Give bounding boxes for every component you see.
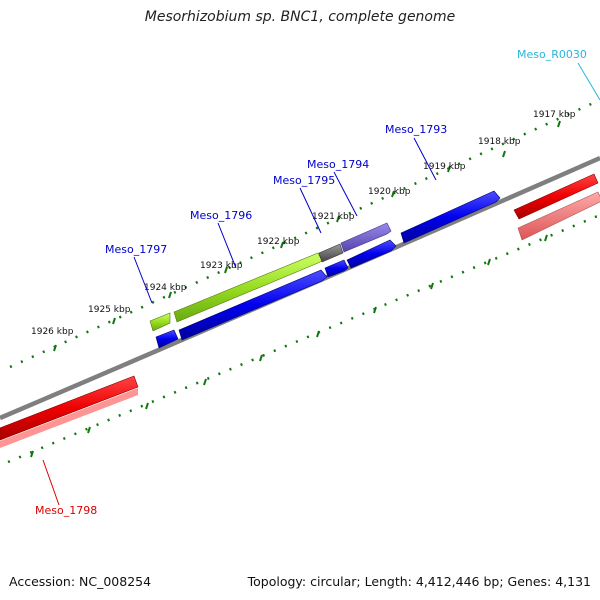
- tick-label: 1926 kbp: [31, 327, 74, 337]
- tick-label: 1922 kbp: [257, 237, 300, 247]
- tick-label: 1921 kbp: [312, 212, 355, 222]
- tick-labels: 1917 kbp 1918 kbp 1919 kbp 1920 kbp 1921…: [31, 110, 576, 337]
- gene-label-meso-1793[interactable]: Meso_1793: [385, 123, 447, 136]
- gene-label-meso-1797[interactable]: Meso_1797: [105, 243, 167, 256]
- tick-label: 1918 kbp: [478, 137, 521, 147]
- gene-meso-1793-shape[interactable]: [400, 190, 501, 244]
- gene-label-meso-1796[interactable]: Meso_1796: [190, 209, 252, 222]
- label-leaders: [42, 62, 600, 506]
- major-ticks: [30, 120, 561, 458]
- tick-label: 1925 kbp: [88, 305, 131, 315]
- gene-forward-inner-4[interactable]: [346, 239, 397, 269]
- gene-meso-1797-shape[interactable]: [149, 312, 171, 332]
- gene-meso-1794-shape[interactable]: [340, 222, 392, 253]
- gene-label-meso-1798[interactable]: Meso_1798: [35, 504, 97, 517]
- inner-tick-row: [7, 213, 600, 464]
- tick-label: 1919 kbp: [423, 162, 466, 172]
- gene-forward-inner-3[interactable]: [324, 259, 349, 278]
- accession-text: Accession: NC_008254: [9, 574, 152, 589]
- tick-label: 1923 kbp: [200, 261, 243, 271]
- genome-summary-text: Topology: circular; Length: 4,412,446 bp…: [247, 574, 591, 589]
- gene-forward-inner-2[interactable]: [178, 269, 328, 341]
- gene-meso-1798-shape[interactable]: [0, 375, 139, 448]
- gene-reverse-inner-pink[interactable]: [517, 191, 600, 241]
- gene-meso-1795-shape[interactable]: [318, 243, 344, 263]
- tick-label: 1924 kbp: [144, 283, 187, 293]
- gene-forward-inner-1[interactable]: [155, 329, 179, 349]
- map-title: Mesorhizobium sp. BNC1, complete genome: [144, 9, 456, 25]
- tick-label: 1920 kbp: [368, 187, 411, 197]
- tick-label: 1917 kbp: [533, 110, 576, 120]
- gene-label-meso-1794[interactable]: Meso_1794: [307, 158, 369, 171]
- gene-label-meso-1795[interactable]: Meso_1795: [273, 174, 335, 187]
- gene-label-meso-r0030[interactable]: Meso_R0030: [517, 48, 587, 61]
- gene-meso-1796-shape[interactable]: [173, 252, 323, 323]
- gene-r0030-shape[interactable]: [513, 173, 599, 220]
